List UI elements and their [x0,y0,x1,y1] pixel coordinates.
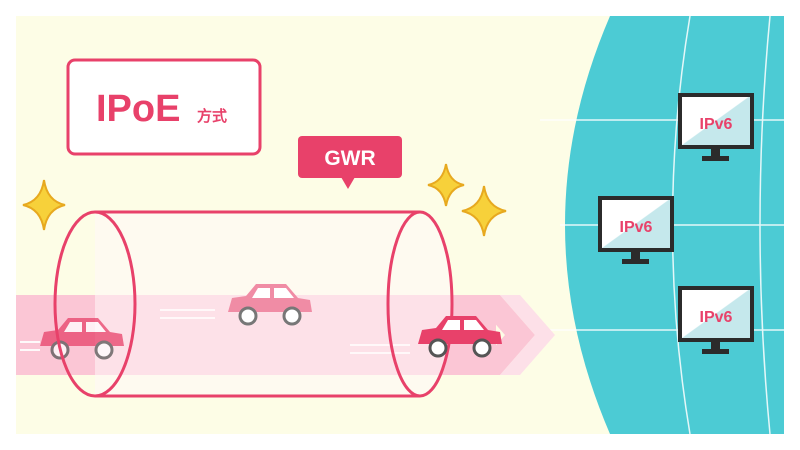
tunnel-entrance [53,210,137,398]
page-title: IPoE [96,88,180,130]
car-icon [228,284,312,326]
title-box: IPoE 方式 [66,58,262,156]
sparkle-icon [461,185,507,237]
title-suffix: 方式 [197,107,227,125]
car-icon [418,316,502,358]
ipv6-label: IPv6 [700,309,733,326]
sparkle-icon [22,179,66,231]
gwr-callout: GWR [298,136,402,189]
ipv6-label: IPv6 [700,116,733,133]
ipv6-label: IPv6 [620,219,653,236]
monitor-icon: IPv6 [678,286,754,354]
monitor-icon: IPv6 [678,93,754,161]
gwr-label: GWR [324,147,375,170]
sparkle-icon [427,163,465,207]
chevron-right-icon [470,295,555,375]
monitor-icon: IPv6 [598,196,674,264]
